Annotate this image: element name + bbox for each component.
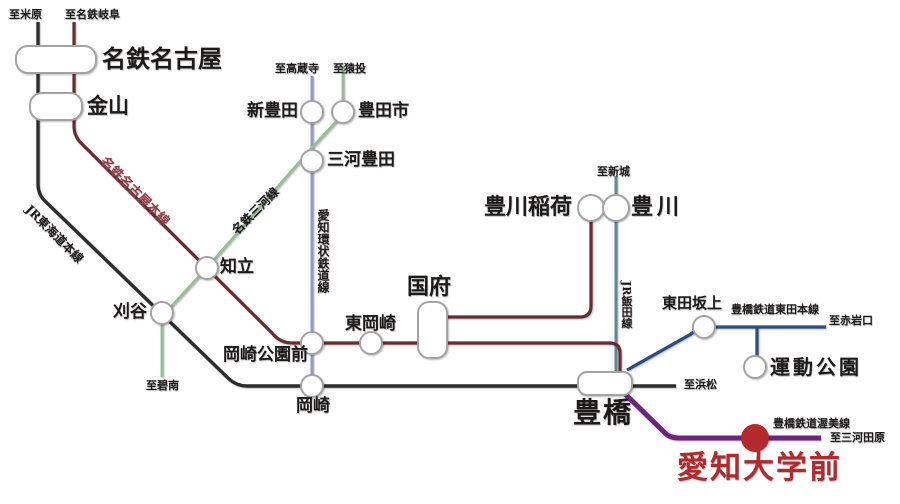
- station-circle-shin-toyota: [300, 100, 324, 124]
- station-circle-mikawa-toyota: [300, 149, 324, 173]
- station-label-undo-koen: 運動公園: [770, 355, 862, 379]
- line-label-jr-iida: JR飯田線: [620, 281, 633, 329]
- station-label-ko: 国府: [407, 274, 452, 300]
- station-circle-higashida-sakaue: [692, 315, 716, 339]
- station-label-higashida-sakaue: 東田坂上: [662, 294, 723, 312]
- station-circle-higashi-okazaki: [359, 331, 383, 355]
- terminal-label-hamamatsu: 至浜松: [684, 378, 717, 391]
- station-label-chiryu: 知立: [220, 257, 254, 277]
- station-box-ko: [417, 301, 448, 359]
- terminal-label-shinshiro: 至新城: [597, 165, 630, 178]
- station-label-toyotashi: 豊田市: [358, 101, 409, 121]
- station-label-higashi-okazaki: 東岡崎: [345, 314, 396, 334]
- station-label-kariya: 刈谷: [113, 302, 147, 322]
- station-label-okazaki: 岡崎: [296, 396, 330, 416]
- station-circle-chiryu: [195, 256, 219, 280]
- toyotetsu-atsumi-line-path: [621, 390, 821, 441]
- station-circle-toyotashi: [331, 100, 355, 124]
- station-label-toyokawa-inari: 豊川稲荷: [484, 194, 573, 220]
- station-box-toyohashi: [577, 371, 633, 396]
- terminal-label-hekinan: 至碧南: [146, 379, 179, 392]
- station-label-okazaki-koen-mae: 岡崎公園前: [223, 345, 308, 365]
- station-label-kanayama: 金山: [87, 93, 129, 118]
- terminal-label-sanage: 至猿投: [333, 62, 366, 75]
- terminal-label-kozoji: 至高蔵寺: [275, 62, 319, 75]
- station-box-meitetsu-nagoya: [15, 45, 97, 74]
- station-circle-undo-koen: [743, 355, 767, 379]
- station-label-meitetsu-nagoya: 名鉄名古屋: [102, 44, 222, 73]
- meitetsu-toyokawa-branch-path: [430, 220, 593, 319]
- station-label-aichi-daigaku-mae: 愛知大学前: [677, 450, 842, 486]
- station-circle-toyokawa: [602, 194, 630, 222]
- station-circle-okazaki-koen-mae: [300, 331, 324, 355]
- terminal-label-mikawa-tahara: 至三河田原: [830, 431, 885, 444]
- terminal-label-maibara: 至米原: [9, 8, 42, 21]
- line-label-toyotetsu-azumada: 豊橋鉄道東田本線: [731, 303, 819, 316]
- station-label-mikawa-toyota: 三河豊田: [327, 150, 395, 170]
- meitetsu-nagoya-main-line-path: [72, 22, 622, 376]
- station-circle-aichi-daigaku-mae-highlight: [741, 424, 769, 452]
- terminal-label-akaiwaguchi: 至赤岩口: [829, 314, 873, 327]
- jr-tokaido-line-path: [36, 22, 676, 388]
- station-label-shin-toyota: 新豊田: [247, 101, 298, 121]
- station-circle-kariya: [150, 301, 174, 325]
- station-circle-toyokawa-inari: [577, 194, 605, 222]
- station-box-kanayama: [29, 92, 83, 121]
- line-label-aichi-loop: 愛知環状鉄道線: [316, 209, 330, 293]
- line-label-toyotetsu-atsumi: 豊橋鉄道渥美線: [773, 417, 850, 430]
- terminal-label-meitetsu-gifu: 至名鉄岐阜: [65, 8, 120, 21]
- station-circle-okazaki: [300, 374, 324, 398]
- station-label-toyokawa: 豊川: [631, 194, 684, 220]
- station-label-toyohashi: 豊橋: [573, 396, 634, 429]
